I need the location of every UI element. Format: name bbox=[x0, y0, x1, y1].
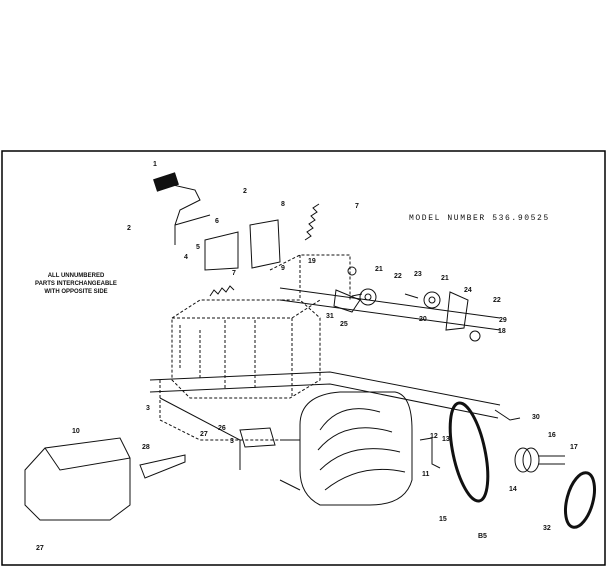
callout-20: 20 bbox=[419, 316, 427, 323]
callout-3b: 3 bbox=[230, 438, 234, 445]
callout-28: 28 bbox=[142, 444, 150, 451]
blower-housing bbox=[279, 391, 413, 506]
link-30 bbox=[494, 409, 521, 421]
callout-22b: 22 bbox=[493, 297, 501, 304]
rod-11 bbox=[419, 437, 441, 469]
callout-3a: 3 bbox=[146, 405, 150, 412]
double-pulley bbox=[514, 447, 565, 473]
callout-2a: 2 bbox=[243, 188, 247, 195]
control-rod bbox=[153, 172, 211, 245]
frame-border bbox=[1, 150, 606, 566]
callout-27b: 27 bbox=[36, 545, 44, 552]
callout-14: 14 bbox=[509, 486, 517, 493]
callout-21a: 21 bbox=[375, 266, 383, 273]
bracket-3b bbox=[239, 427, 276, 448]
callout-23: 23 bbox=[414, 271, 422, 278]
grass-bag bbox=[24, 437, 131, 521]
callout-10: 10 bbox=[72, 428, 80, 435]
callout-22a: 22 bbox=[394, 273, 402, 280]
callout-4: 4 bbox=[184, 254, 188, 261]
line-art bbox=[24, 172, 596, 529]
callout-6: 6 bbox=[215, 218, 219, 225]
callout-31: 31 bbox=[326, 313, 334, 320]
callout-21b: 21 bbox=[441, 275, 449, 282]
callout-1: 1 bbox=[153, 161, 157, 168]
callout-5: 5 bbox=[196, 244, 200, 251]
bolts bbox=[351, 293, 419, 299]
callout-26: 26 bbox=[218, 425, 226, 432]
callout-7b: 7 bbox=[232, 270, 236, 277]
model-number-label: MODEL NUMBER 536.90525 bbox=[409, 214, 550, 223]
note-line-3: WITH OPPOSITE SIDE bbox=[44, 289, 108, 295]
callout-8: 8 bbox=[281, 201, 285, 208]
bracket-28 bbox=[139, 454, 186, 479]
callout-11: 11 bbox=[422, 471, 430, 478]
springs bbox=[209, 203, 320, 297]
callout-12: 12 bbox=[430, 433, 438, 440]
callout-30: 30 bbox=[532, 414, 540, 421]
page-code: B5 bbox=[478, 533, 487, 540]
callout-18: 18 bbox=[498, 328, 506, 335]
callout-27a: 27 bbox=[200, 431, 208, 438]
belt-32 bbox=[564, 471, 596, 529]
callout-labels: 1 2 2 8 7 6 5 4 9 7 10 3 3 26 27 27 28 1… bbox=[36, 161, 578, 552]
callout-19: 19 bbox=[308, 258, 316, 265]
note-line-1: ALL UNNUMBERED bbox=[47, 273, 105, 279]
callout-25: 25 bbox=[340, 321, 348, 328]
bracket-8 bbox=[249, 219, 281, 269]
callout-9: 9 bbox=[281, 265, 285, 272]
callout-29: 29 bbox=[499, 317, 507, 324]
belt-15 bbox=[448, 401, 490, 503]
grass-bag-flap bbox=[44, 447, 131, 471]
pulleys bbox=[333, 266, 481, 342]
callout-2b: 2 bbox=[127, 225, 131, 232]
callout-16: 16 bbox=[548, 432, 556, 439]
callout-24: 24 bbox=[464, 287, 472, 294]
frame-rails bbox=[149, 287, 501, 470]
bracket-6 bbox=[204, 231, 239, 271]
engine-outline bbox=[159, 254, 351, 441]
callout-13: 13 bbox=[442, 436, 450, 443]
note-line-2: PARTS INTERCHANGEABLE bbox=[35, 281, 117, 287]
callout-32: 32 bbox=[543, 525, 551, 532]
callout-7a: 7 bbox=[355, 203, 359, 210]
callout-15: 15 bbox=[439, 516, 447, 523]
interchangeable-note: ALL UNNUMBERED PARTS INTERCHANGEABLE WIT… bbox=[26, 272, 126, 296]
callout-17: 17 bbox=[570, 444, 578, 451]
